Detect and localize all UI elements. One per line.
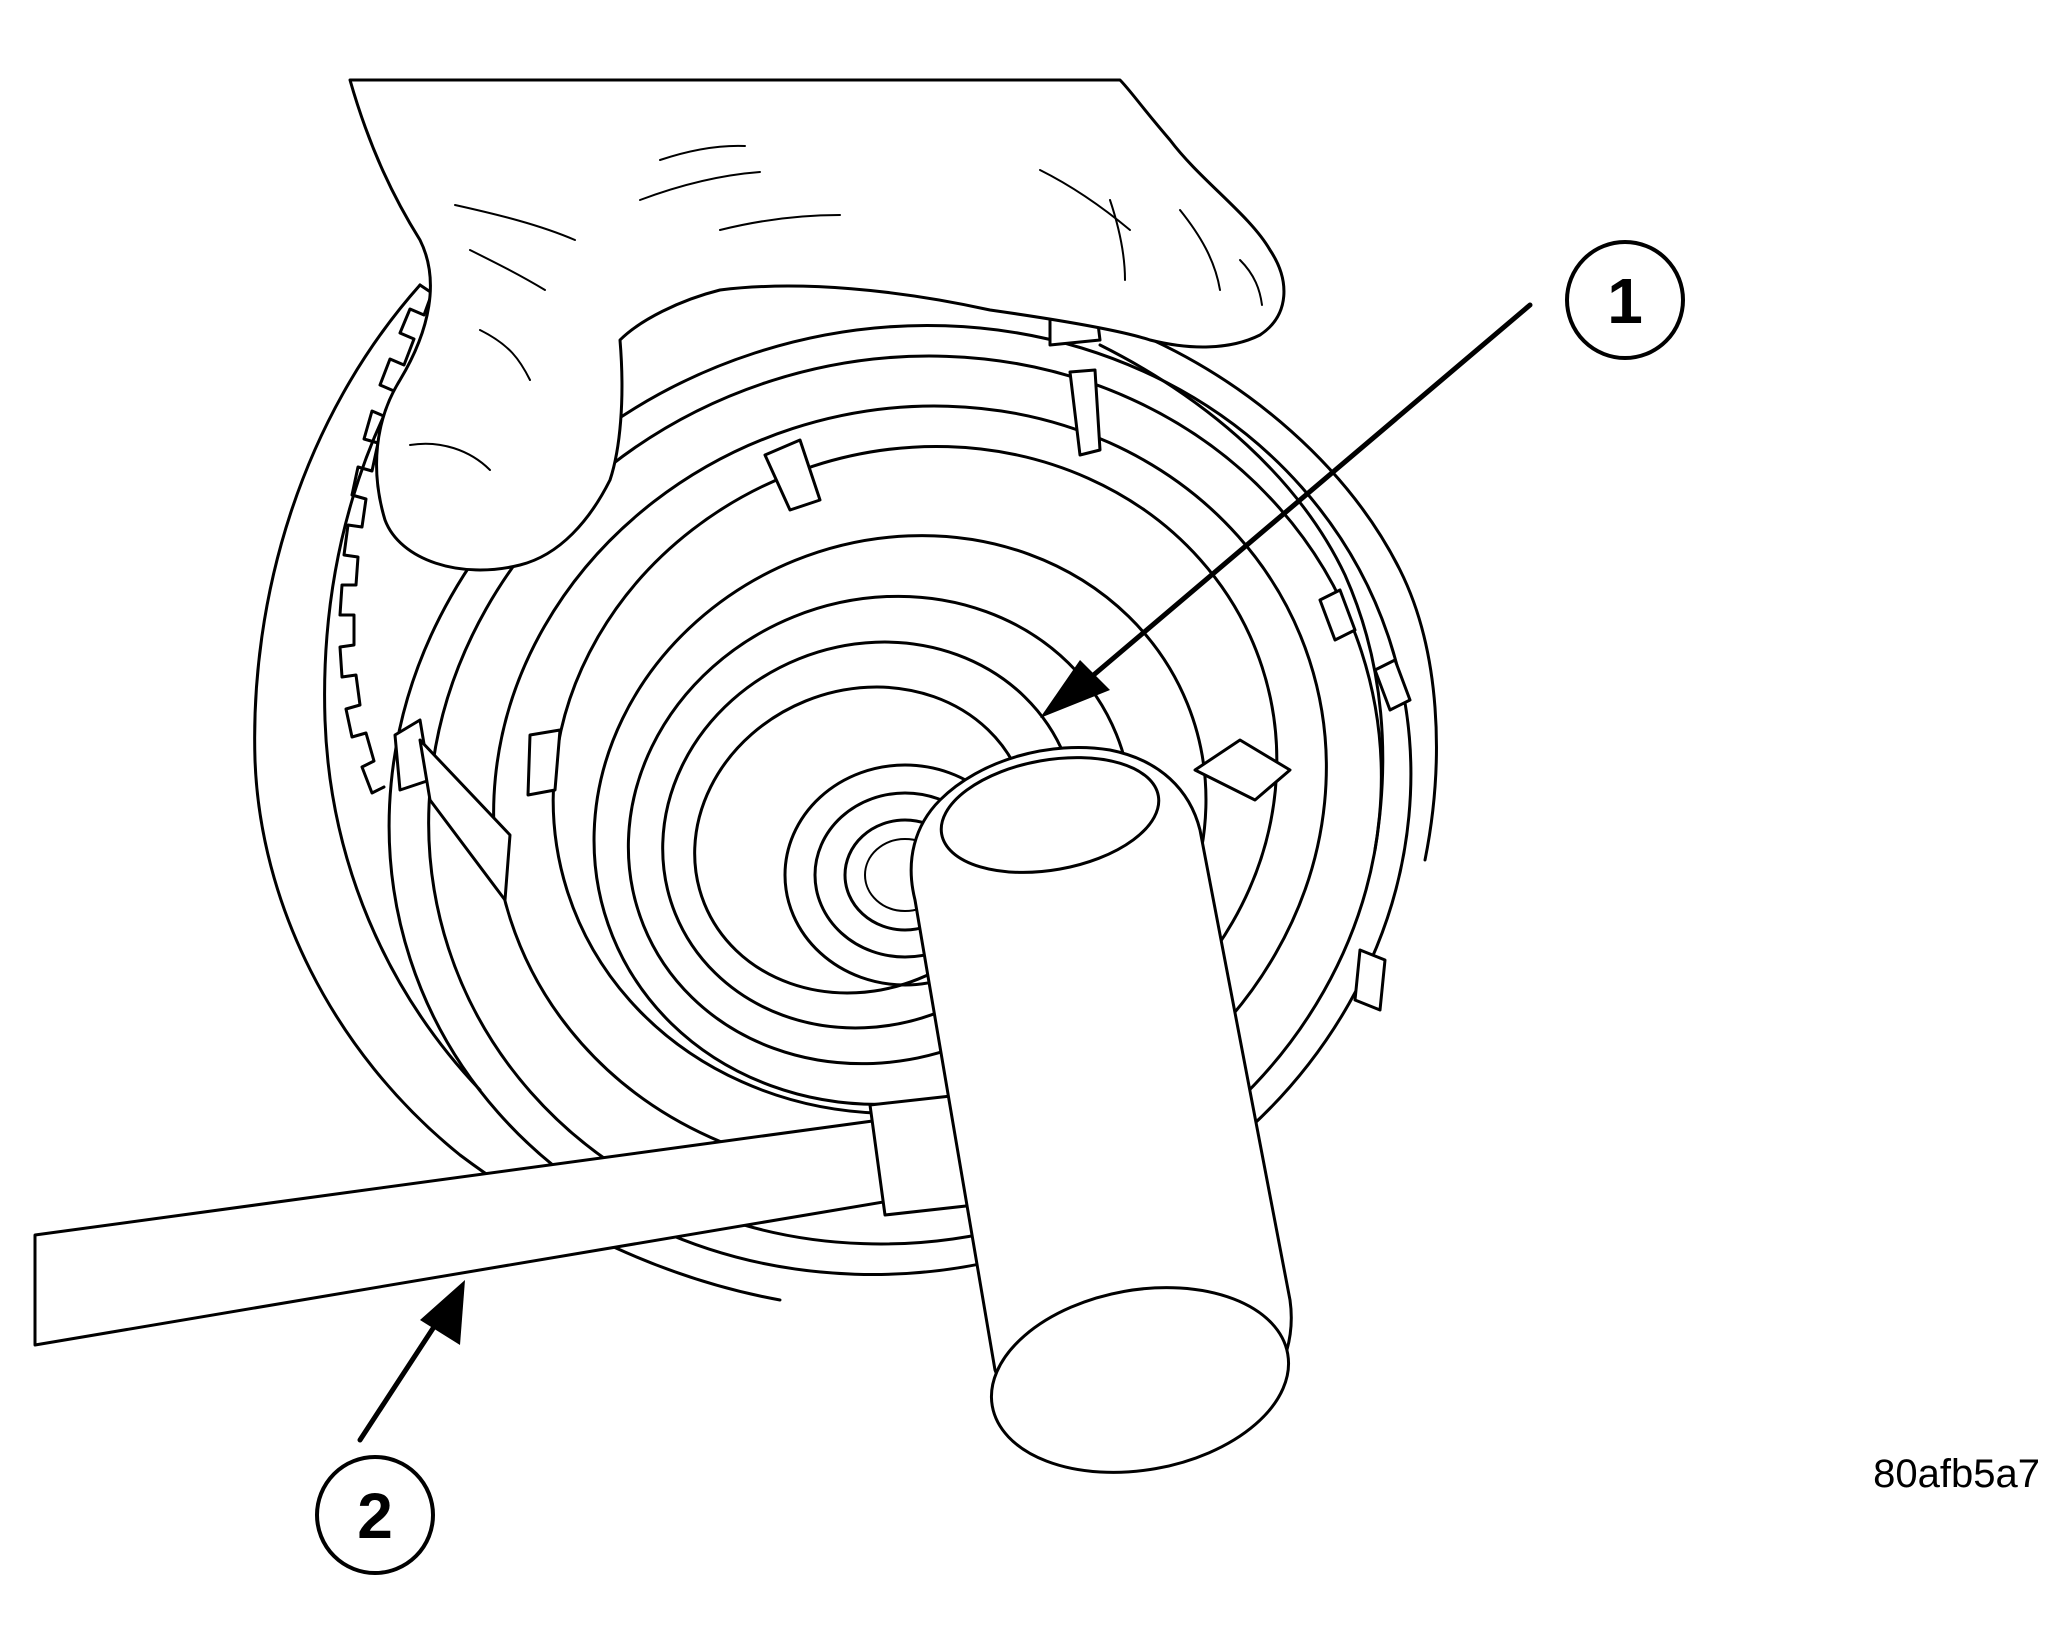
gear-teeth [338,283,434,795]
callout-2-number: 2 [357,1480,393,1552]
callout-1: 1 [1040,240,1685,718]
callout-2: 2 [315,1280,465,1575]
figure-code: 80afb5a7 [1873,1452,2040,1496]
arrowhead-2 [420,1280,465,1345]
mallet [909,746,1293,1474]
hand [348,78,1286,572]
callout-1-circle [1565,240,1685,360]
callout-2-circle [315,1455,435,1575]
rod [33,1093,977,1347]
arrowhead-1 [1040,660,1110,718]
callout-1-number: 1 [1607,265,1643,337]
